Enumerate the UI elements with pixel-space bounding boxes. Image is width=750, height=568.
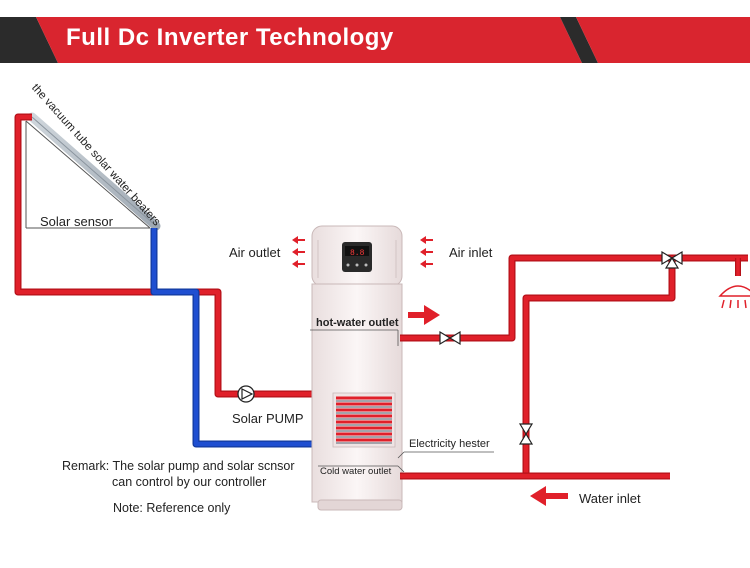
air-inlet-arrows [420, 236, 433, 268]
remark-line-2: can control by our controller [112, 475, 267, 489]
solar-pump-label: Solar PUMP [232, 411, 304, 426]
page-title: Full Dc Inverter Technology [66, 24, 394, 51]
header-banner [0, 17, 750, 63]
mixing-valve-icon [661, 250, 683, 269]
water-inlet-label: Water inlet [579, 491, 641, 506]
solar-hot-pipe [14, 113, 318, 398]
note-text: Note: Reference only [113, 501, 231, 515]
remark-text: Remark: The solar pump and solar scnsor … [62, 458, 295, 490]
hot-water-outlet-label: hot-water outlet [316, 317, 399, 329]
shower-head-icon [718, 285, 750, 309]
remark-line-1: Remark: The solar pump and solar scnsor [62, 459, 295, 473]
electricity-heater-label: Electricity hester [409, 438, 490, 450]
solar-return-pipe [150, 228, 318, 448]
valve-bypass-icon [518, 423, 534, 445]
air-inlet-label: Air inlet [449, 245, 493, 260]
cold-water-outlet-label: Cold water outlet [320, 466, 392, 477]
air-outlet-arrows [292, 236, 305, 268]
leader-lines [310, 329, 494, 473]
solar-pump-icon [237, 385, 255, 403]
hot-water-outlet-arrow [408, 305, 440, 325]
solar-collector [25, 112, 161, 231]
valve-hot-outlet-icon [439, 330, 461, 346]
heating-coil [332, 392, 396, 448]
water-inlet-arrow [530, 486, 568, 506]
solar-sensor-label: Solar sensor [40, 214, 113, 229]
svg-text:8.8: 8.8 [350, 249, 365, 258]
air-outlet-label: Air outlet [229, 245, 281, 260]
